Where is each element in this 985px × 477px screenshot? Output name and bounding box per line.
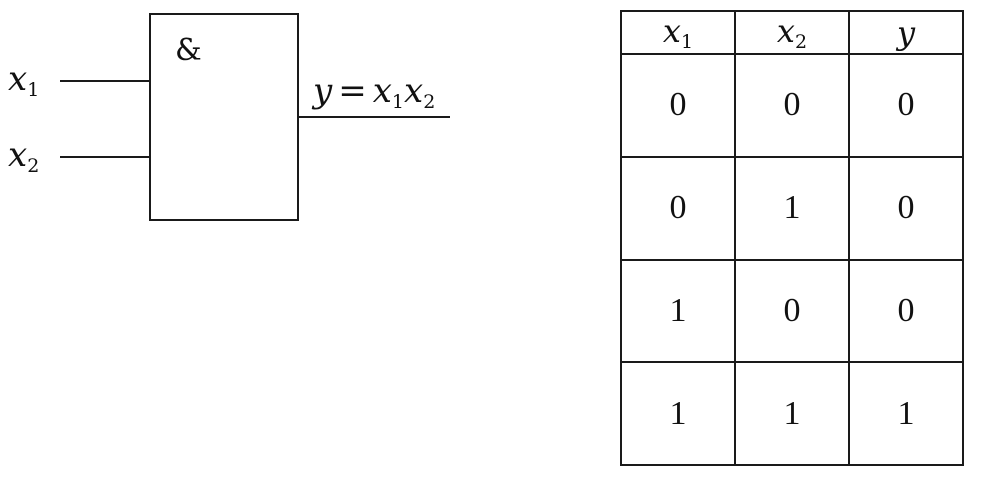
header-y-var: y [896,13,916,52]
input-label-x2: x2 [8,138,39,183]
header-x1-sub: 1 [680,31,694,53]
cell-x1: 0 [620,155,736,261]
cell-x2: 1 [734,155,850,261]
gate-symbol: & [175,33,202,68]
truth-table-header-row: x1 x2 y [620,10,964,55]
input-label-x1: x1 [8,62,39,107]
input-x2-sub: 2 [27,155,40,177]
cell-x2: 1 [734,361,850,466]
header-x2-var: x [776,12,795,50]
table-row: 0 1 0 [620,155,964,261]
table-row: 1 0 0 [620,258,964,364]
output-rhs-x1-sub: 1 [391,91,404,113]
cell-y: 1 [848,361,964,466]
header-x2-sub: 2 [794,31,808,53]
cell-y: 0 [848,155,964,261]
header-x2: x2 [734,10,850,55]
and-gate-body [149,13,299,221]
cell-x2: 0 [734,53,850,158]
cell-x2: 0 [734,258,850,364]
header-y: y [848,10,964,55]
table-row: 0 0 0 [620,53,964,158]
output-rhs-x2-var: x [404,71,424,111]
table-row: 1 1 1 [620,361,964,466]
truth-table: x1 x2 y 0 0 0 0 1 0 1 0 0 1 1 [620,10,964,466]
input-x1-var: x [8,59,28,99]
cell-y: 0 [848,53,964,158]
input-x2-var: x [8,135,28,175]
cell-x1: 1 [620,258,736,364]
cell-y: 0 [848,258,964,364]
cell-x1: 0 [620,53,736,158]
output-rhs-x2-sub: 2 [423,91,436,113]
header-x1-var: x [662,12,681,50]
header-x1: x1 [620,10,736,55]
cell-x1: 1 [620,361,736,466]
input-x1-sub: 1 [27,79,40,101]
output-equals: = [338,71,367,111]
output-expression: y=x1x2 [313,74,435,119]
output-lhs: y [313,71,333,111]
output-rhs-x1-var: x [372,71,392,111]
